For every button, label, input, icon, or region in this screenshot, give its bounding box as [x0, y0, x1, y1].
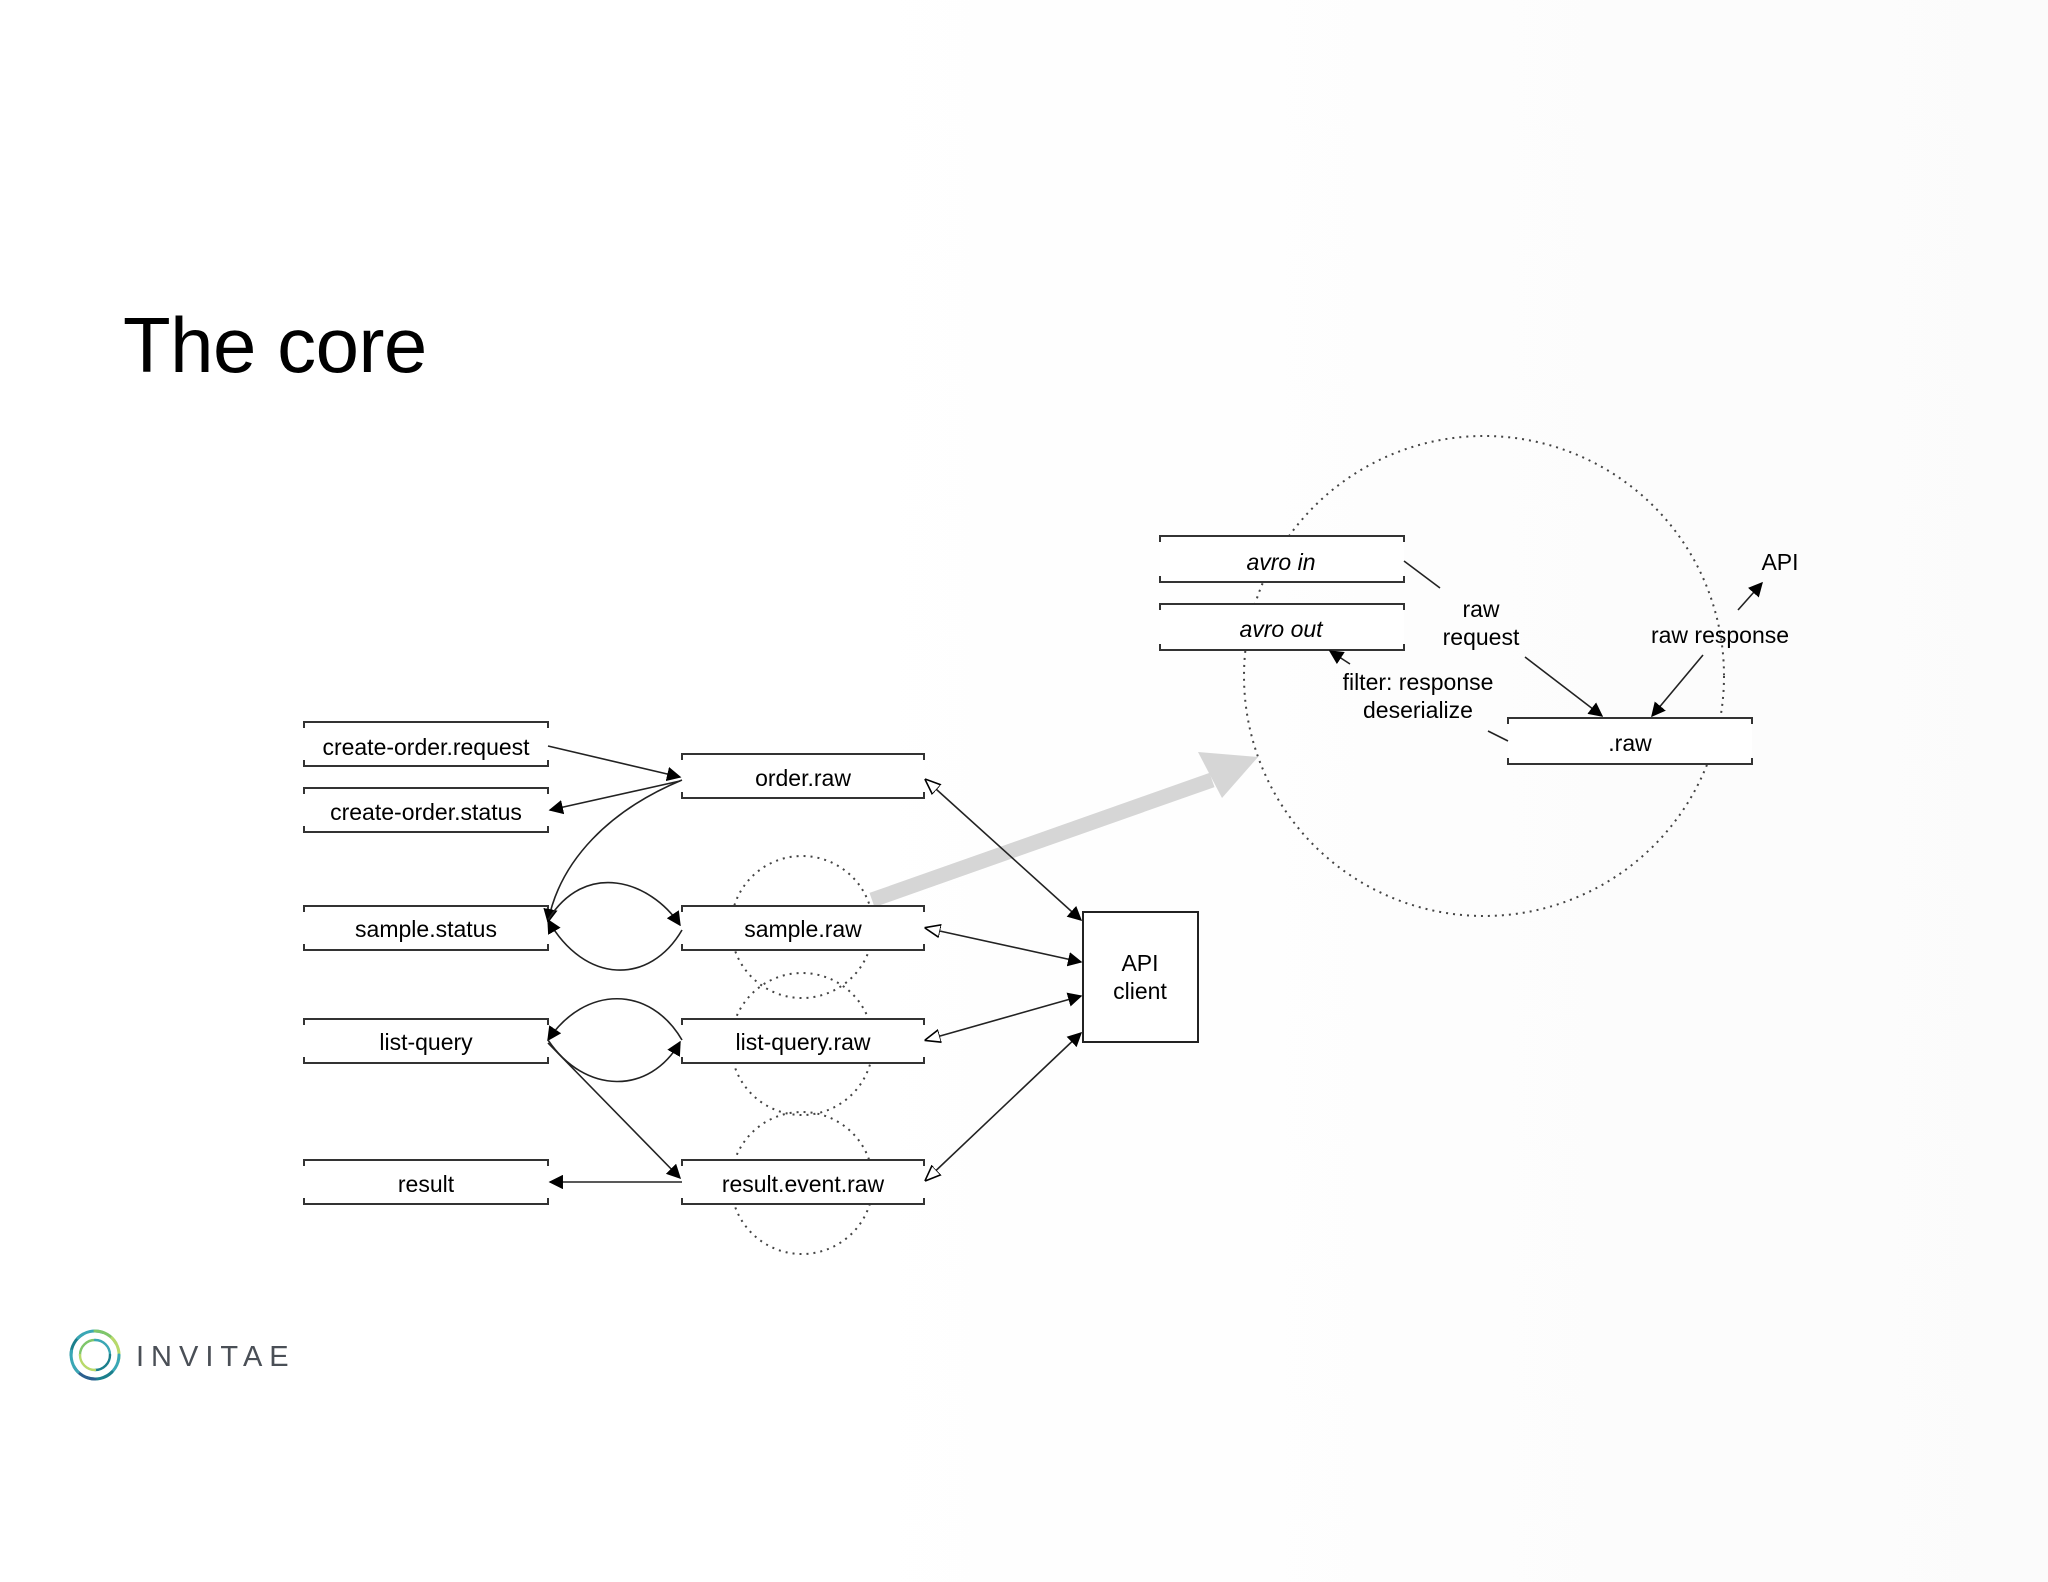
edge-result-event-raw-api-client — [926, 1033, 1081, 1180]
topic-label: avro out — [1239, 616, 1324, 642]
topic-sample-status: sample.status — [303, 905, 549, 951]
topic-label: sample.raw — [744, 916, 862, 942]
edge-list-query-raw-api-client — [926, 996, 1081, 1040]
edge-order-raw-to-create-order-status — [548, 780, 681, 815]
edge-list-query-to-list-query-raw — [547, 1039, 681, 1083]
topic-label: list-query — [379, 1029, 473, 1055]
api-client-box: API client — [1082, 911, 1199, 1043]
filter-label-line1: filter: response — [1343, 669, 1494, 695]
edge-list-query-to-result-event-raw — [547, 1042, 682, 1180]
api-label: API — [1761, 549, 1798, 575]
topic-label: create-order.status — [330, 799, 522, 825]
edge-filter-to-avro-out — [1328, 650, 1351, 665]
edge-raw-to-filter — [1487, 730, 1509, 742]
topic-label: .raw — [1608, 730, 1652, 756]
topic-create-order-status: create-order.status — [303, 787, 549, 833]
edge-raw-response-from-raw — [1651, 654, 1704, 718]
invitae-logo — [69, 1329, 121, 1381]
topic-label: sample.status — [355, 916, 497, 942]
raw-request-label-line1: raw — [1462, 596, 1499, 622]
topic-avro-in: avro in — [1159, 535, 1405, 583]
topic-result-event-raw: result.event.raw — [681, 1159, 925, 1205]
invitae-logo-text: INVITAE — [136, 1341, 296, 1373]
edge-create-order-request-to-order-raw — [547, 745, 682, 782]
edge-sample-raw-to-sample-status — [547, 918, 683, 971]
topic-result: result — [303, 1159, 549, 1205]
edge-raw-request-to-raw — [1524, 656, 1604, 717]
slide-title: The core — [123, 301, 427, 389]
raw-request-label-line2: request — [1443, 624, 1520, 650]
invitae-swirl-icon — [69, 1329, 121, 1381]
raw-response-label: raw response — [1651, 622, 1789, 648]
topic-order-raw: order.raw — [681, 753, 925, 799]
topic-list-query-raw: list-query.raw — [681, 1018, 925, 1064]
edge-order-raw-to-sample-status — [543, 779, 683, 924]
edge-raw-response-to-api — [1737, 581, 1763, 611]
edge-sample-raw-api-client — [926, 928, 1081, 962]
topic-label: result — [398, 1171, 455, 1197]
api-client-label-line1: API — [1121, 950, 1158, 976]
topic-raw: .raw — [1507, 717, 1753, 765]
topic-list-query: list-query — [303, 1018, 549, 1064]
topic-label: avro in — [1246, 549, 1315, 575]
filter-label-line2: deserialize — [1363, 697, 1473, 723]
edge-list-query-raw-to-list-query — [547, 997, 683, 1042]
edge-sample-status-to-sample-raw — [547, 881, 681, 927]
topic-sample-raw: sample.raw — [681, 905, 925, 951]
topic-label: list-query.raw — [735, 1029, 870, 1055]
topic-label: create-order.request — [322, 734, 530, 760]
edge-order-raw-api-client — [926, 780, 1081, 920]
processor-circle-large — [1243, 435, 1725, 917]
topic-label: order.raw — [755, 765, 851, 791]
topic-avro-out: avro out — [1159, 603, 1405, 651]
topic-label: result.event.raw — [722, 1171, 885, 1197]
edge-avro-in-connector — [1403, 560, 1441, 589]
zoom-arrow — [869, 752, 1258, 908]
api-client-label-line2: client — [1113, 978, 1167, 1004]
topic-create-order-request: create-order.request — [303, 721, 549, 767]
